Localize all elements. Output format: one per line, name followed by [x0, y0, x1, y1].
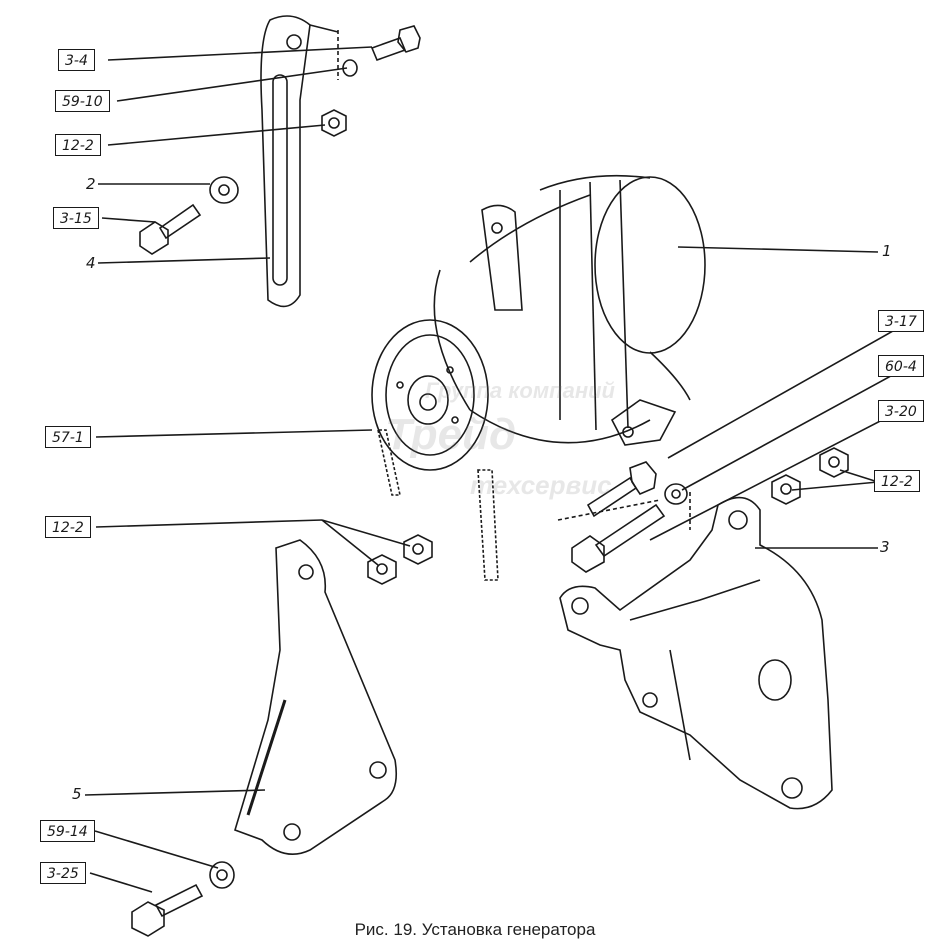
spring-washer-59-10	[342, 59, 358, 77]
callout-12-2-top: 12-2	[55, 134, 101, 156]
callout-59-14: 59-14	[40, 820, 95, 842]
label-4: 4	[86, 254, 96, 272]
washer-60-4	[664, 483, 688, 505]
bolt-3-4	[370, 25, 421, 62]
slotted-strap	[260, 15, 339, 308]
nuts-12-2-left	[367, 534, 433, 585]
callout-3-15: 3-15	[53, 207, 99, 229]
figure-caption: Рис. 19. Установка генератора	[354, 920, 596, 939]
label-2: 2	[86, 175, 96, 193]
watermark-line3: техсервис	[470, 470, 612, 500]
callout-3-20: 3-20	[878, 400, 924, 422]
bolt-3-25	[131, 883, 204, 937]
label-3: 3	[880, 538, 890, 556]
callout-3-17: 3-17	[878, 310, 924, 332]
leader-lines	[84, 30, 901, 893]
callout-12-2-left: 12-2	[45, 516, 91, 538]
nut-12-2-top	[321, 109, 347, 137]
spring-washer-59-14	[209, 861, 235, 889]
watermark-line2: Трейд	[385, 410, 517, 459]
bolt-3-17	[586, 461, 657, 518]
watermark-line1: Группа компаний	[425, 378, 615, 403]
callout-12-2-right: 12-2	[874, 470, 920, 492]
bolt-3-15	[139, 203, 202, 255]
alternator	[371, 174, 706, 471]
mounting-plate	[234, 539, 398, 856]
bolt-3-20	[571, 503, 666, 573]
callout-57-1: 57-1	[45, 426, 91, 448]
label-1: 1	[882, 242, 892, 260]
mounting-bracket	[559, 496, 833, 810]
callout-59-10: 59-10	[55, 90, 110, 112]
callout-3-4: 3-4	[58, 49, 95, 71]
washer-2	[209, 176, 239, 204]
label-5: 5	[72, 785, 82, 803]
callout-3-25: 3-25	[40, 862, 86, 884]
callout-60-4: 60-4	[878, 355, 924, 377]
nuts-12-2-right	[771, 447, 849, 505]
